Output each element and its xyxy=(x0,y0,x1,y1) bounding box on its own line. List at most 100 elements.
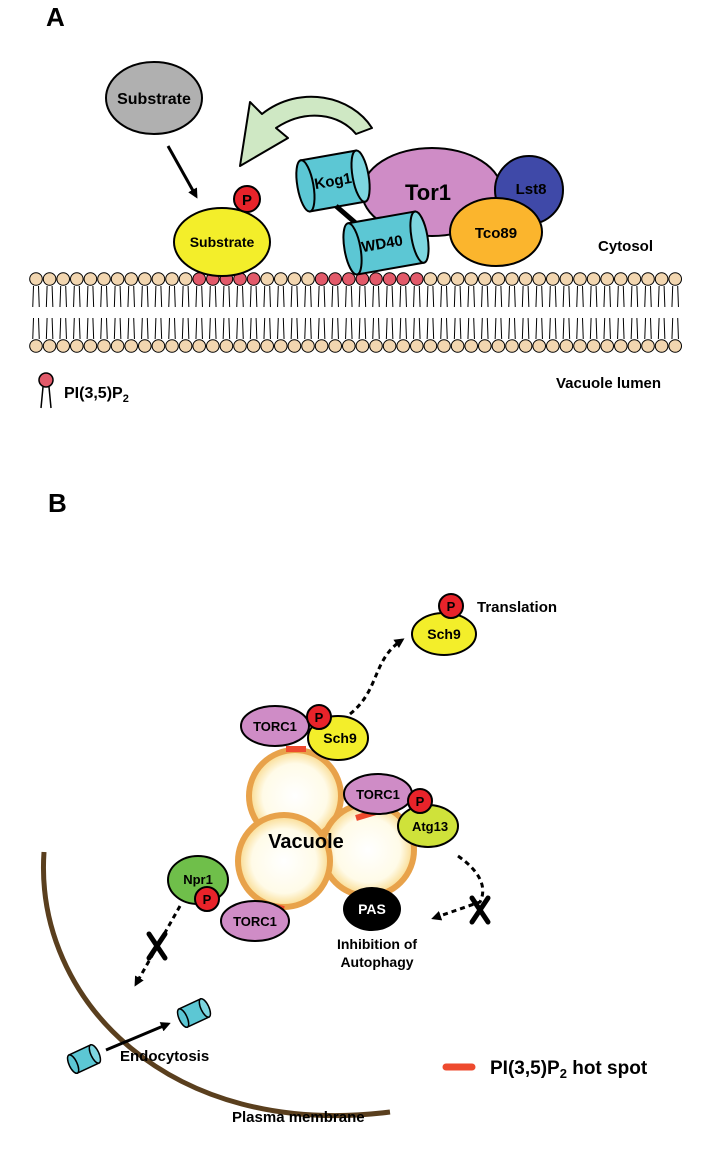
lipid-head xyxy=(654,339,669,353)
endocytosis-arrow xyxy=(105,1022,171,1052)
translation-dotted-arrow xyxy=(349,638,405,716)
lipid-tail xyxy=(494,317,497,340)
lipid-head xyxy=(491,339,506,353)
lipid-head xyxy=(627,339,642,353)
lipid-head xyxy=(437,339,451,353)
lipid-tail xyxy=(269,317,271,340)
lipid-tail xyxy=(391,317,394,340)
lipid-head xyxy=(83,272,98,286)
pi35p2-lipid-head xyxy=(314,272,329,286)
torc1-bottom: TORC1 xyxy=(220,900,290,942)
lipid-tail xyxy=(350,285,353,308)
lipid-tail xyxy=(146,285,149,308)
lipid-tail xyxy=(671,285,674,308)
lipid-tail xyxy=(45,285,48,308)
lipid-tail xyxy=(562,285,565,308)
substrate-bound-label: Substrate xyxy=(190,234,255,250)
lipid-tail xyxy=(78,317,81,340)
lipid-head xyxy=(586,339,601,353)
lipid-tail xyxy=(446,285,448,308)
endocytosis-label: Endocytosis xyxy=(120,1048,209,1065)
lipid-tail xyxy=(323,317,326,340)
hotspot-legend: PI(3,5)P2 hot spot xyxy=(442,1058,648,1081)
lipid-head xyxy=(301,272,315,286)
lipid-tail xyxy=(277,285,279,308)
panel-b-label: B xyxy=(48,488,67,518)
kog1-protein: Kog1 xyxy=(295,149,371,213)
lipid-tail xyxy=(453,285,456,308)
lipid-head xyxy=(532,339,547,353)
lipid-tail xyxy=(269,285,271,308)
lipid-tail xyxy=(174,317,176,340)
lipid-head xyxy=(600,339,615,353)
lipid-head xyxy=(627,272,642,286)
sch9-top-phospho: P xyxy=(315,710,324,725)
pi35p2-lipid-head xyxy=(369,272,383,286)
lipid-tail xyxy=(65,317,67,340)
tco89-label: Tco89 xyxy=(475,225,517,242)
lipid-head xyxy=(464,272,479,286)
lipid-head xyxy=(668,339,683,353)
lipid-tail xyxy=(609,317,611,340)
lipid-tail xyxy=(317,285,320,308)
lipid-tail xyxy=(432,317,435,340)
substrate-free-label: Substrate xyxy=(117,91,191,108)
lipid-tail xyxy=(337,317,339,340)
lipid-tail xyxy=(473,285,475,308)
lipid-tail xyxy=(222,317,225,340)
lipid-tail xyxy=(310,285,312,308)
lipid-tail xyxy=(195,317,198,340)
lipid-head xyxy=(478,339,492,353)
lipid-tail xyxy=(59,317,62,340)
lipid-head xyxy=(505,339,519,353)
lipid-tail xyxy=(51,285,54,308)
lipid-head xyxy=(437,272,451,286)
lipid-tail xyxy=(38,285,40,308)
lipid-head xyxy=(165,272,179,286)
lipid-tail xyxy=(133,317,135,340)
lipid-tail xyxy=(209,317,211,340)
lipid-tail xyxy=(399,285,402,308)
lipid-head xyxy=(668,272,683,286)
lipid-tail xyxy=(630,317,633,340)
lipid-tail xyxy=(494,285,497,308)
lipid-tail xyxy=(399,317,402,340)
lipid-head xyxy=(274,339,288,353)
lipid-head xyxy=(559,272,574,286)
lipid-head xyxy=(478,272,492,286)
lipid-head xyxy=(138,339,152,353)
lipid-tail xyxy=(86,285,89,308)
lipid-tail xyxy=(481,285,483,308)
lipid-tail xyxy=(181,285,184,308)
atg13-label: Atg13 xyxy=(412,819,448,834)
plasma-membrane-arc xyxy=(41,851,391,1119)
lipid-tail xyxy=(663,317,666,340)
lipid-tail xyxy=(331,285,334,308)
lipid-tail xyxy=(405,317,407,340)
lipid-tail xyxy=(168,317,170,340)
lipid-head xyxy=(505,272,519,286)
torc1-bottom-label: TORC1 xyxy=(233,914,277,929)
lipid-tail xyxy=(514,317,516,340)
lipid-head xyxy=(369,339,383,353)
lipid-tail xyxy=(32,317,34,340)
lipid-head xyxy=(450,339,465,353)
lipid-tail xyxy=(589,317,592,340)
lipid-tail xyxy=(242,317,244,340)
lipid-tail xyxy=(304,285,306,308)
lipid-tail xyxy=(119,317,122,340)
lipid-tail xyxy=(45,317,48,340)
lipid-head xyxy=(614,339,628,353)
lipid-tail xyxy=(92,285,95,308)
lipid-tail xyxy=(228,285,231,308)
lipid-tail xyxy=(59,285,62,308)
panel-a-label: A xyxy=(46,2,65,32)
lipid-head xyxy=(423,339,438,353)
lipid-tail xyxy=(535,317,538,340)
lipid-head xyxy=(97,272,111,286)
lipid-tail xyxy=(214,285,217,308)
tco89-protein: Tco89 xyxy=(449,197,543,267)
atg13-phospho: P xyxy=(416,794,425,809)
lipid-tail xyxy=(481,317,483,340)
npr1-protein: Npr1 P xyxy=(167,855,229,912)
